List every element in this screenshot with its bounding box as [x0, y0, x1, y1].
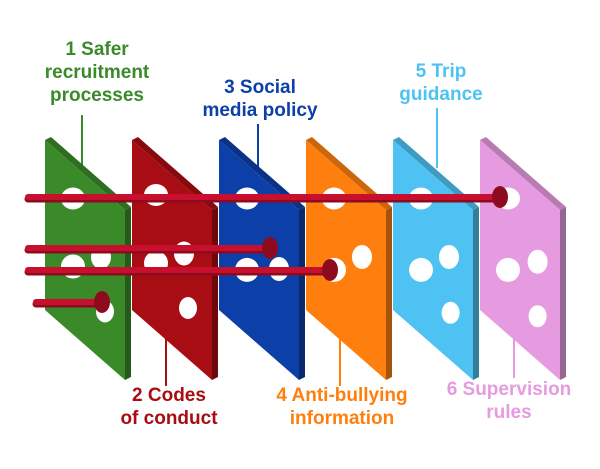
- slice-3-top: [219, 137, 305, 210]
- slice-6-hole-3: [496, 257, 520, 282]
- label-layer-6: 6 Supervision rules: [434, 378, 584, 424]
- label-layer-5: 5 Trip guidance: [386, 60, 496, 106]
- slice-6-hole-2: [527, 249, 548, 274]
- slice-2-hole-4: [179, 297, 197, 319]
- slice-5: [393, 140, 473, 380]
- slice-3-edge: [299, 207, 305, 380]
- slice-1: [45, 140, 125, 380]
- slice-6-edge: [560, 207, 566, 380]
- slice-5-top: [393, 137, 479, 210]
- label-layer-3: 3 Social media policy: [185, 76, 335, 122]
- slice-5-hole-2: [439, 245, 459, 269]
- label-layer-2-line-2: of conduct: [120, 408, 218, 429]
- slice-5-hole-4: [441, 301, 460, 324]
- rod-3-end: [322, 259, 338, 281]
- slice-6: [480, 140, 560, 380]
- slice-5-hole-3: [409, 257, 433, 282]
- slice-1-edge: [125, 207, 131, 380]
- label-layer-6-line-1: 6 Supervision: [446, 379, 572, 400]
- slice-4: [306, 140, 386, 380]
- slice-2-top: [132, 137, 218, 210]
- label-layer-6-line-2: rules: [486, 402, 532, 423]
- slice-2-edge: [212, 207, 218, 380]
- slice-6-hole-4: [528, 305, 547, 328]
- slice-4-edge: [386, 207, 392, 380]
- rod-2-end: [262, 237, 278, 259]
- label-layer-2-line-1: 2 Codes: [132, 385, 206, 406]
- slice-4-hole-2: [352, 245, 372, 269]
- label-layer-3-line-1: 3 Social: [224, 77, 296, 98]
- slice-5-edge: [473, 207, 479, 380]
- rod-4-end: [94, 291, 110, 313]
- slice-6-top: [480, 137, 566, 210]
- slice-2: [132, 140, 212, 380]
- label-layer-1-line-3: processes: [49, 85, 144, 106]
- label-layer-1-line-2: recruitment: [44, 62, 150, 83]
- slice-3: [219, 140, 299, 380]
- label-layer-4-line-1: 4 Anti-bullying: [276, 385, 408, 406]
- label-layer-1-line-1: 1 Safer: [65, 39, 129, 60]
- label-layer-4-line-2: information: [289, 408, 395, 429]
- label-layer-5-line-2: guidance: [399, 84, 483, 105]
- label-layer-3-line-2: media policy: [202, 100, 318, 121]
- label-layer-4: 4 Anti-bullying information: [262, 384, 422, 430]
- label-layer-2: 2 Codes of conduct: [104, 384, 234, 430]
- slice-4-top: [306, 137, 392, 210]
- label-layer-5-line-1: 5 Trip: [415, 61, 467, 82]
- label-layer-1: 1 Safer recruitment processes: [32, 38, 162, 107]
- slice-1-top: [45, 137, 131, 210]
- rod-1-end: [492, 186, 508, 208]
